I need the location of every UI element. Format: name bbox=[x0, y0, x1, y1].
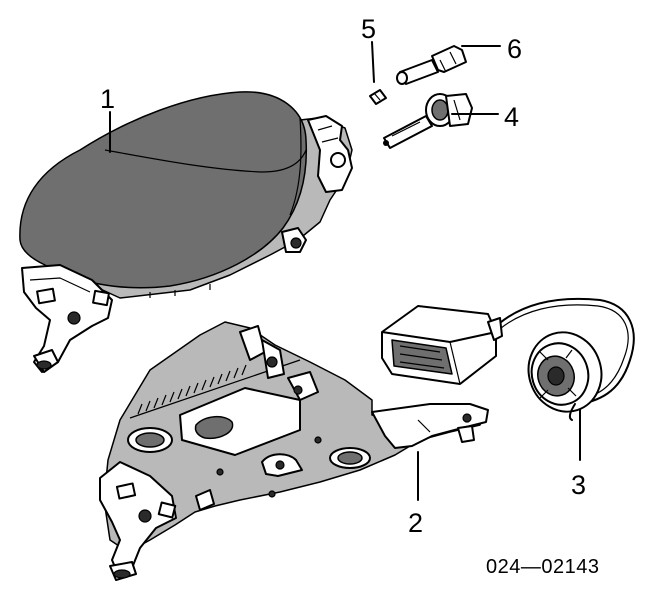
leader-lines bbox=[109, 41, 581, 501]
callout-5: 5 bbox=[361, 14, 376, 44]
pin-part bbox=[369, 89, 387, 105]
callout-4: 4 bbox=[504, 102, 519, 132]
bulb-socket-cable-part bbox=[491, 297, 635, 421]
callout-6: 6 bbox=[507, 34, 522, 64]
callout-1: 1 bbox=[100, 84, 115, 114]
callout-2: 2 bbox=[408, 508, 423, 538]
catalog-number: 024—02143 bbox=[486, 556, 599, 578]
igniter-plug-part bbox=[396, 45, 467, 85]
headlight-housing-part bbox=[19, 91, 353, 373]
xenon-bulb-part bbox=[383, 93, 473, 149]
leader-line-5 bbox=[371, 41, 375, 83]
headlight-carrier-frame-part bbox=[99, 321, 489, 581]
callout-3: 3 bbox=[571, 470, 586, 500]
ballast-control-unit bbox=[381, 305, 503, 385]
